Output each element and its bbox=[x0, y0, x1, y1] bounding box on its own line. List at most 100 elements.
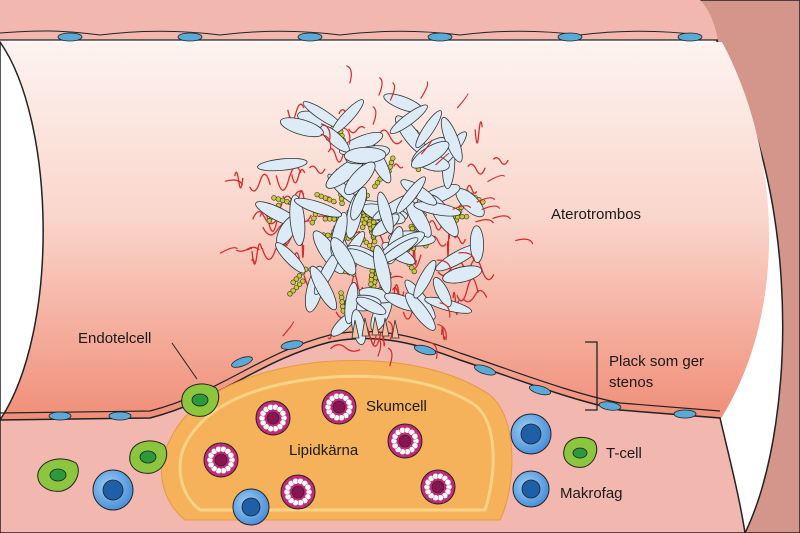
fibrin-strand bbox=[320, 123, 331, 140]
macrophage bbox=[92, 469, 134, 511]
fibrin-strand bbox=[346, 65, 352, 84]
fibrin-strand bbox=[436, 259, 452, 272]
platelet-shape bbox=[355, 296, 387, 315]
fibrin-strand bbox=[387, 347, 393, 367]
fibrin-strand bbox=[435, 152, 450, 166]
platelet-shape bbox=[350, 186, 368, 221]
t-cell bbox=[181, 383, 220, 417]
platelet-shape bbox=[377, 191, 394, 234]
t-cell bbox=[37, 458, 79, 492]
fibrin-strand bbox=[291, 168, 306, 184]
fibrin-strand bbox=[420, 139, 433, 155]
macrophage bbox=[510, 413, 552, 455]
fibrin-strand bbox=[348, 126, 366, 134]
fibrin-strand bbox=[372, 106, 377, 125]
thrombus-attachment bbox=[351, 316, 400, 339]
platelet-shape bbox=[330, 237, 357, 276]
fibrin-strand bbox=[492, 157, 509, 165]
top-endothelium bbox=[0, 30, 718, 42]
fibrin-strand bbox=[330, 344, 361, 352]
fibrin-strand bbox=[389, 82, 396, 101]
fibrin-strand bbox=[377, 337, 382, 357]
label-makrofag: Makrofag bbox=[560, 485, 623, 502]
fibrin-strand bbox=[466, 184, 478, 194]
fibrin-strand bbox=[387, 320, 394, 340]
t-cell bbox=[129, 440, 168, 474]
platelet-shape bbox=[257, 157, 308, 172]
label-tcell: T-cell bbox=[606, 445, 642, 462]
platelet-shape bbox=[289, 194, 306, 246]
foam-cell bbox=[280, 474, 316, 510]
fibrin-strand bbox=[320, 133, 332, 150]
platelet-shape bbox=[373, 244, 392, 295]
fibrin-chain bbox=[287, 278, 306, 297]
platelet-shape bbox=[442, 265, 483, 284]
fibrin-strand bbox=[308, 165, 326, 174]
platelet-shape bbox=[343, 146, 387, 164]
macrophage-legend-icon bbox=[512, 470, 550, 508]
fibrin-strand bbox=[428, 220, 443, 231]
fibrin-strand bbox=[487, 174, 506, 183]
fibrin-strand bbox=[282, 321, 295, 337]
t-cell-legend-icon bbox=[563, 436, 598, 468]
platelet-shape bbox=[344, 161, 376, 196]
fibrin-strand bbox=[420, 81, 429, 99]
fibrin-strand bbox=[219, 247, 238, 254]
lipid-core-inner bbox=[178, 374, 495, 512]
fibrin-strand bbox=[456, 278, 479, 302]
platelet-shape bbox=[432, 277, 452, 308]
platelet-shape bbox=[279, 117, 324, 138]
fibrin-strand bbox=[468, 258, 495, 281]
fibrin-strand bbox=[462, 289, 488, 303]
fibrin-strand bbox=[476, 197, 496, 203]
platelet-shape bbox=[413, 201, 462, 217]
fibrin-strand bbox=[475, 219, 494, 224]
fibrin-strand bbox=[342, 127, 351, 145]
atherothrombus bbox=[219, 65, 534, 367]
macrophage bbox=[232, 488, 270, 526]
platelet-shape bbox=[294, 197, 342, 218]
foam-cell bbox=[203, 442, 239, 478]
platelet-shape bbox=[405, 292, 436, 331]
fibrin-strand bbox=[437, 323, 447, 341]
fibrin-strand bbox=[378, 77, 383, 96]
label-skumcell: Skumcell bbox=[366, 398, 427, 415]
label-plack-line1: Plack som ger bbox=[609, 353, 704, 370]
fibrin-strand bbox=[440, 326, 446, 341]
fibrin-chain bbox=[314, 191, 337, 205]
fibrin-strand bbox=[467, 163, 486, 175]
fibrin-strand bbox=[439, 302, 451, 318]
fibrin-strand bbox=[474, 121, 483, 144]
foam-cell bbox=[255, 400, 291, 436]
platelet-shape bbox=[275, 242, 306, 274]
fibrin-strand bbox=[481, 205, 501, 211]
fibrin-strand bbox=[249, 173, 271, 192]
fibrin-strand bbox=[251, 243, 263, 265]
platelet-shape bbox=[395, 176, 426, 214]
vessel-wall-top bbox=[0, 0, 718, 40]
fibrin-strand bbox=[452, 205, 472, 210]
platelet-shape bbox=[415, 110, 442, 149]
platelet-shape bbox=[469, 225, 485, 263]
foam-cell bbox=[387, 423, 423, 459]
lumen-opening bbox=[0, 40, 44, 422]
fibrin-strand bbox=[392, 163, 404, 169]
fibrin-strand bbox=[456, 93, 469, 109]
label-endotelcell: Endotelcell bbox=[78, 330, 151, 347]
endotelcell-pointer bbox=[171, 342, 198, 380]
fibrin-strand bbox=[458, 252, 476, 261]
fibrin-strand bbox=[514, 238, 534, 245]
fibrin-strand bbox=[235, 246, 260, 252]
fibrin-strand bbox=[252, 211, 277, 225]
foam-cell bbox=[321, 389, 357, 425]
label-aterotrombos: Aterotrombos bbox=[551, 206, 641, 223]
foam-cells bbox=[203, 389, 456, 510]
fibrin-strand bbox=[376, 129, 403, 145]
fibrin-strand bbox=[429, 341, 438, 359]
fibrin-strand bbox=[224, 179, 243, 186]
label-lipidkarna: Lipidkärna bbox=[289, 442, 359, 459]
foam-cell bbox=[420, 469, 456, 505]
plack-bracket bbox=[585, 341, 598, 411]
